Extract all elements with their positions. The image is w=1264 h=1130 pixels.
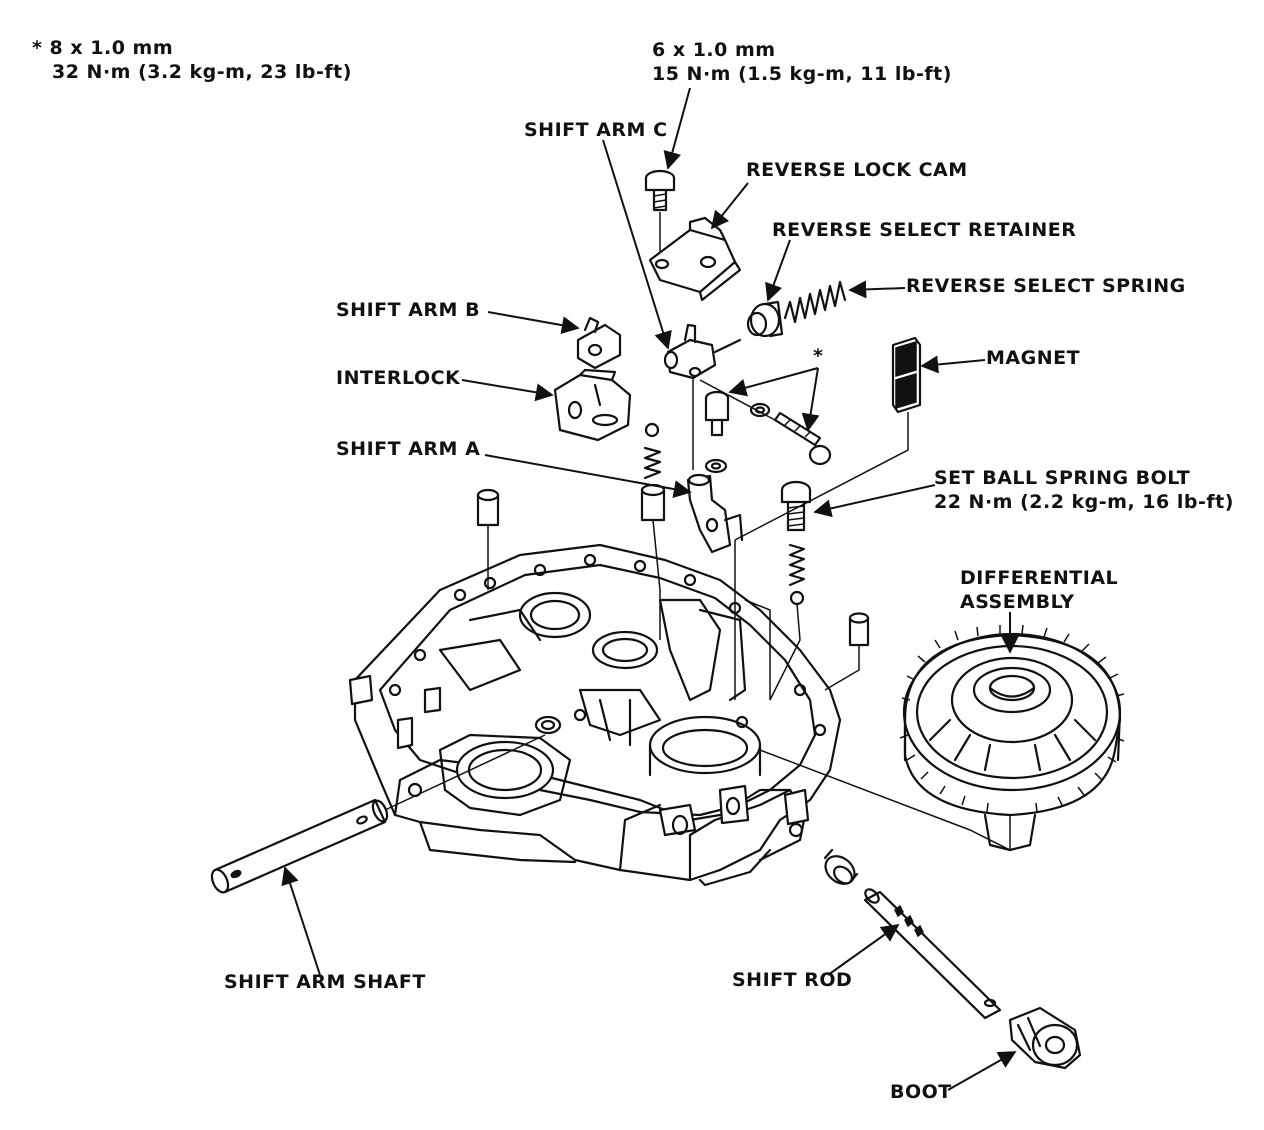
star-bolt-torque: 32 N·m (3.2 kg-m, 23 lb-ft) bbox=[52, 61, 352, 83]
small-bolt-torque: 15 N·m (1.5 kg-m, 11 lb-ft) bbox=[652, 63, 952, 85]
set-ball-spring-bolt-name: SET BALL SPRING BOLT bbox=[934, 467, 1191, 489]
interlock-part bbox=[553, 368, 632, 442]
dowel-pin-left bbox=[476, 488, 500, 590]
differential-line-1: DIFFERENTIAL bbox=[960, 567, 1119, 589]
label-reverse-select-spring: REVERSE SELECT SPRING bbox=[906, 275, 1186, 297]
leader-lines bbox=[281, 87, 1019, 1091]
shift-arm-a-part bbox=[686, 473, 744, 554]
reverse-lock-cam-part bbox=[648, 216, 742, 302]
magnet-part bbox=[734, 336, 922, 541]
boot-part bbox=[1008, 1006, 1082, 1070]
set-ball-spring-bolt-torque: 22 N·m (2.2 kg-m, 16 lb-ft) bbox=[934, 491, 1234, 513]
label-shift-arm-b: SHIFT ARM B bbox=[336, 299, 481, 321]
differential-line-2: ASSEMBLY bbox=[960, 591, 1075, 613]
detent-ball-spring-left bbox=[640, 422, 666, 591]
label-shift-arm-a: SHIFT ARM A bbox=[336, 438, 481, 460]
transmission-housing bbox=[348, 540, 842, 887]
detent-pin-part bbox=[704, 390, 730, 474]
label-set-ball-spring-bolt: SET BALL SPRING BOLT 22 N·m (2.2 kg-m, 1… bbox=[934, 466, 1234, 514]
label-shift-rod: SHIFT ROD bbox=[732, 969, 853, 991]
label-reverse-lock-cam: REVERSE LOCK CAM bbox=[746, 159, 968, 181]
reverse-select-spring-part bbox=[783, 280, 847, 324]
label-shift-arm-shaft: SHIFT ARM SHAFT bbox=[224, 971, 426, 993]
small-bolt-size: 6 x 1.0 mm bbox=[652, 39, 776, 61]
seal-plug-part bbox=[823, 848, 859, 885]
label-star-marker: * bbox=[813, 345, 824, 367]
label-interlock: INTERLOCK bbox=[336, 367, 461, 389]
shift-arm-c-part bbox=[663, 323, 742, 470]
star-bolt-8mm-part bbox=[699, 379, 832, 466]
small-bolt-spec: 6 x 1.0 mm 15 N·m (1.5 kg-m, 11 lb-ft) bbox=[652, 38, 952, 86]
set-ball-spring-bolt-part bbox=[769, 480, 812, 701]
differential-assembly-part bbox=[759, 624, 1125, 852]
star-bolt-spec: * 8 x 1.0 mm 32 N·m (3.2 kg-m, 23 lb-ft) bbox=[32, 36, 352, 84]
dowel-pin-right bbox=[824, 612, 870, 691]
bolt-6mm-part bbox=[644, 169, 676, 255]
shift-rod-part bbox=[863, 888, 1002, 1020]
star-bolt-size: * 8 x 1.0 mm bbox=[32, 37, 174, 59]
label-reverse-select-retainer: REVERSE SELECT RETAINER bbox=[772, 219, 1077, 241]
shift-arm-shaft-part bbox=[210, 734, 546, 894]
label-differential-assembly: DIFFERENTIAL ASSEMBLY bbox=[960, 566, 1118, 614]
label-magnet: MAGNET bbox=[986, 347, 1081, 369]
label-boot: BOOT bbox=[890, 1081, 952, 1103]
reverse-select-retainer-part bbox=[746, 300, 784, 338]
label-shift-arm-c: SHIFT ARM C bbox=[524, 119, 668, 141]
shift-arm-b-part bbox=[576, 316, 622, 370]
